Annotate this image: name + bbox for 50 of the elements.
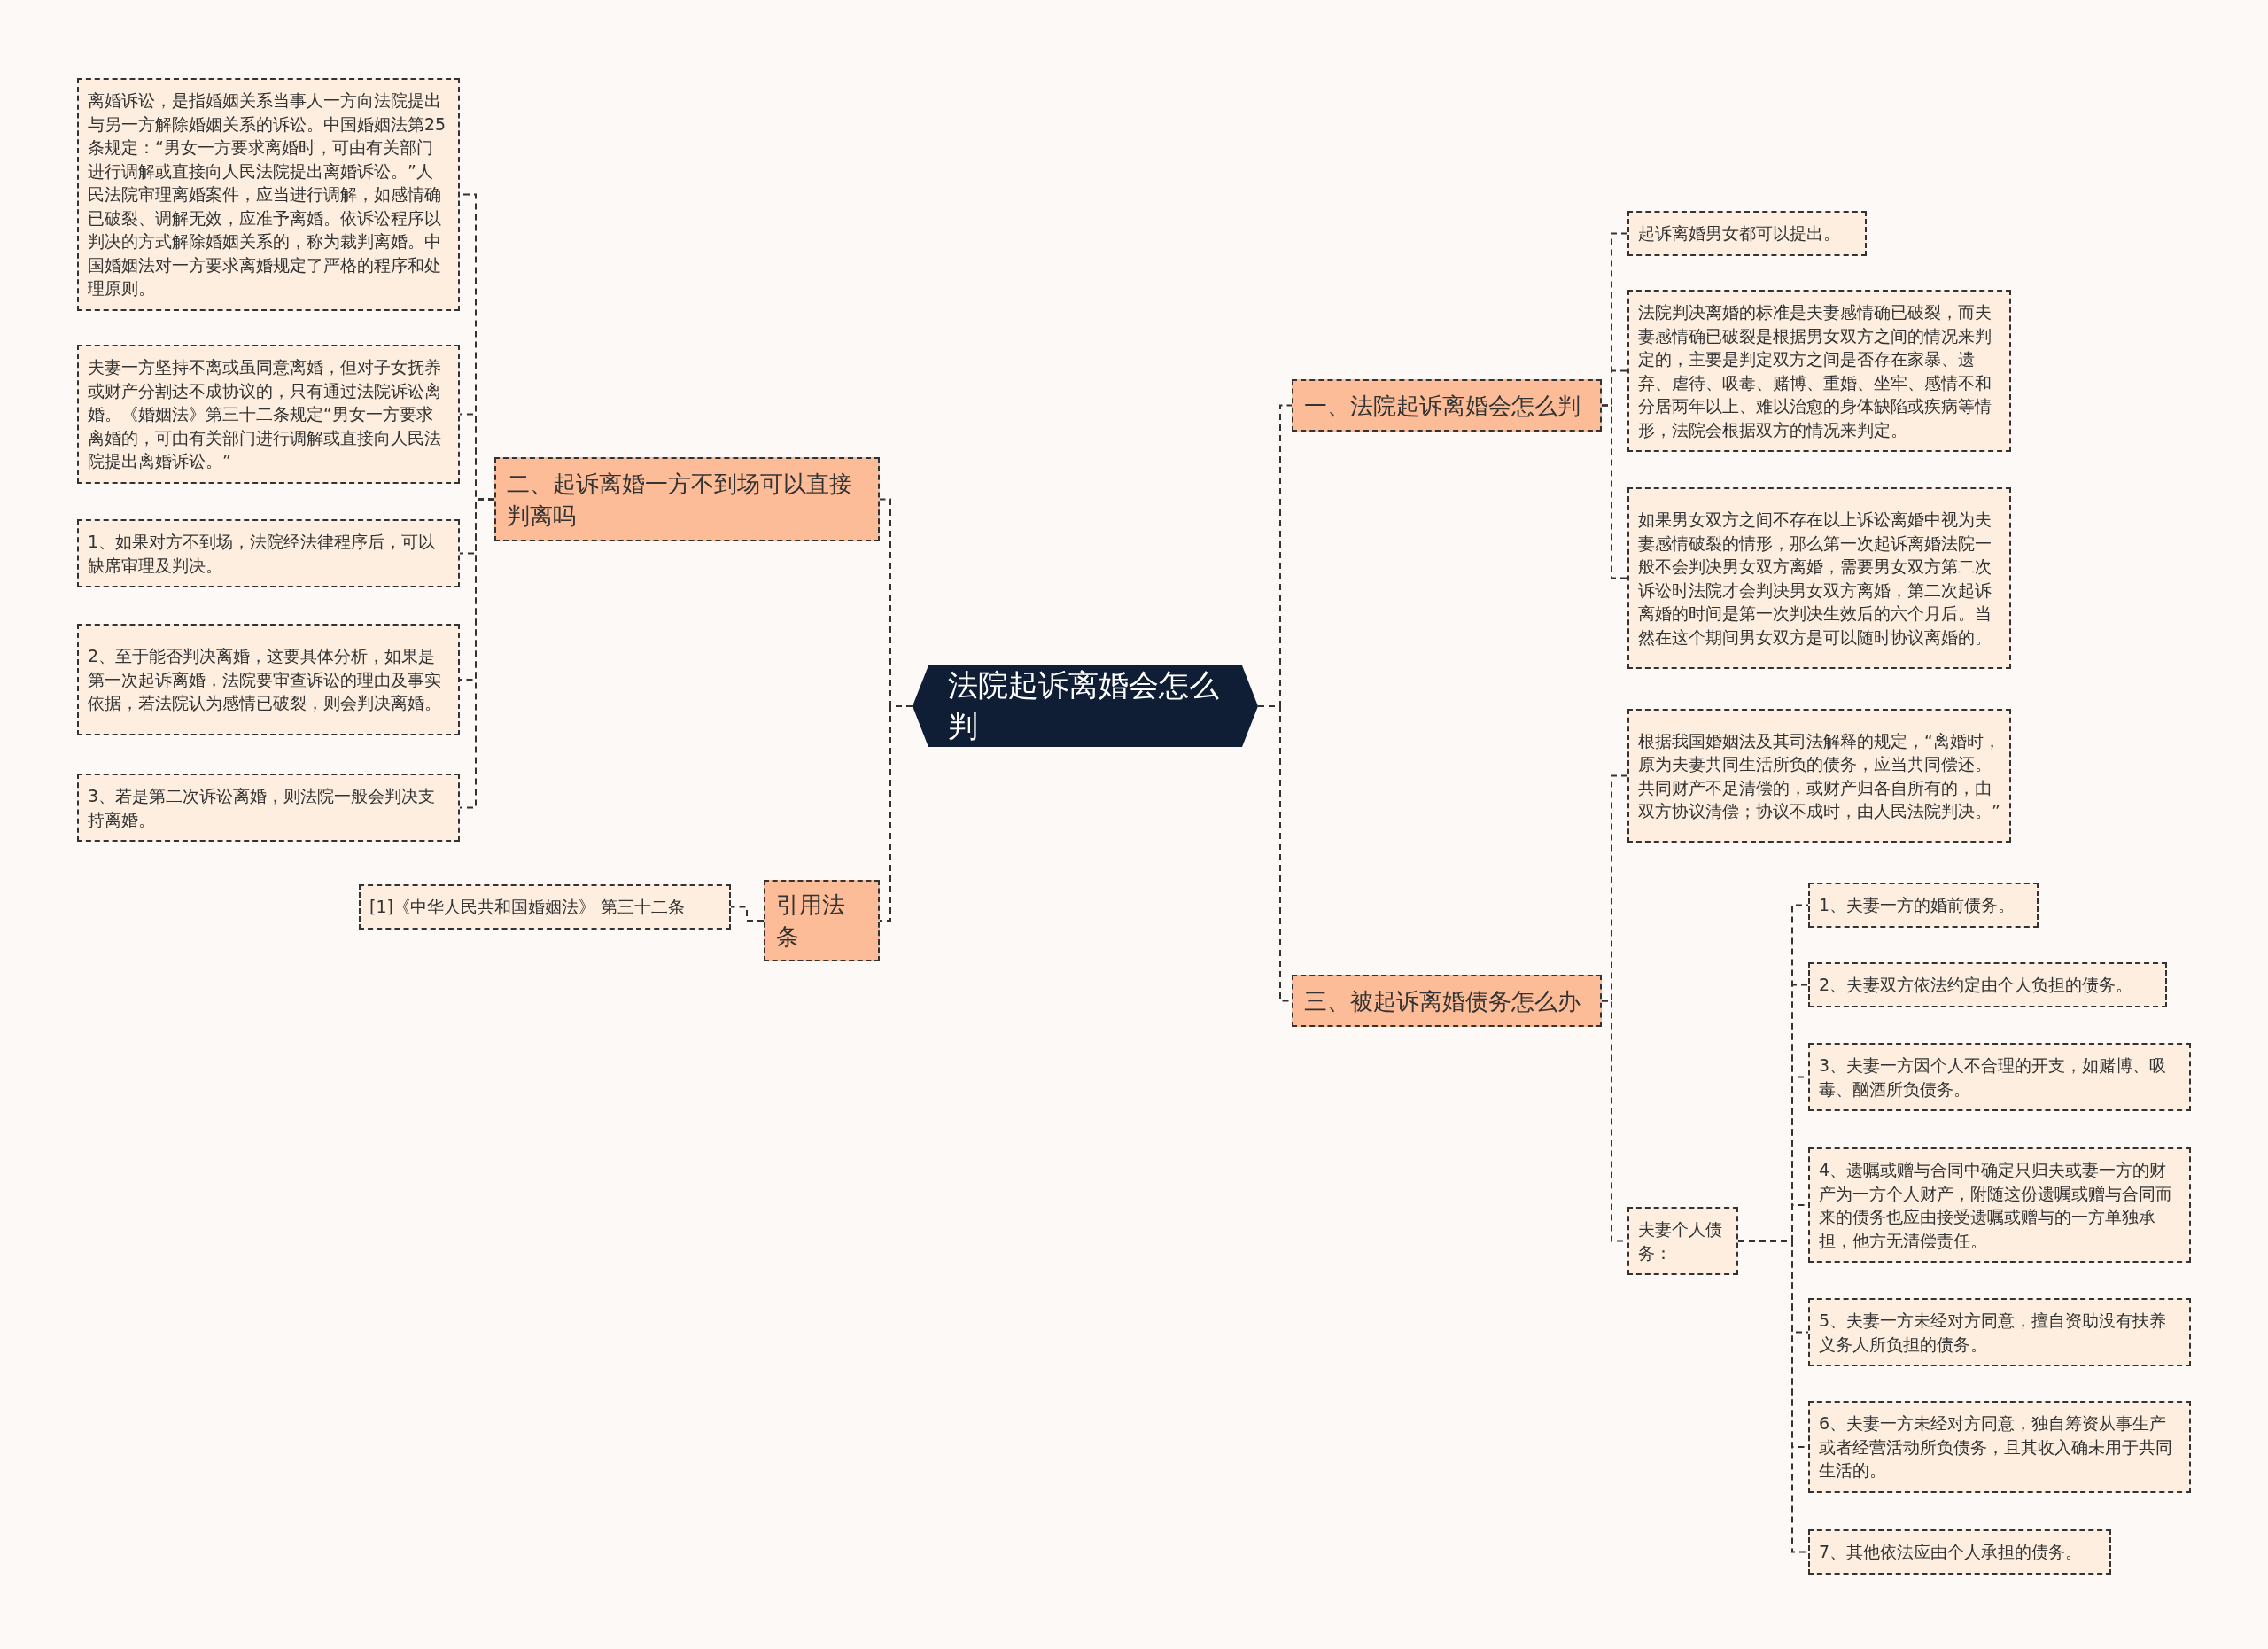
note-box — [359, 884, 731, 930]
note-text: 如果男女双方之间不存在以上诉讼离婚中视为夫妻感情破裂的情形，那么第一次起诉离婚法院一般不会判决男女双方离婚，需要男女双方第二次诉讼时法院才会判决男女双方离婚，第二次起诉离婚的时间是第一次判决生效后的六个月后。当然在这个期间男女双方是可以随时协议离婚的。 — [1638, 509, 1992, 649]
note-box — [1808, 962, 2167, 1007]
topic-label: 二、起诉离婚一方不到场可以直接判离吗 — [507, 469, 853, 531]
note-box — [77, 345, 460, 484]
connector-line — [459, 498, 495, 809]
note-text: 法院判决离婚的标准是夫妻感情确已破裂，而夫妻感情确已破裂是根据男女双方之间的情况来判定的，主要是判定双方之间是否存在家暴、遗弃、虐待、吸毒、赌博、重婚、坐牢、感情不和分居两年以上、难以治愈的身体缺陷或疾病等情形，法院会根据双方的情况来判定。 — [1638, 301, 1992, 441]
note-text: 2、夫妻双方依法约定由个人负担的债务。 — [1819, 974, 2133, 996]
topic-box — [494, 457, 880, 541]
note-box — [1627, 290, 2011, 452]
topic-box — [1292, 975, 1602, 1027]
note-box — [1808, 883, 2039, 928]
note-box — [1808, 1043, 2191, 1111]
note-text: 4、遗嘱或赠与合同中确定只归夫或妻一方的财产为一方个人财产，附随这份遗嘱或赠与合同而来的债务也应由接受遗嘱或赠与的一方单独承担，他方无清偿责任。 — [1819, 1159, 2173, 1252]
note-text: 6、夫妻一方未经对方同意，独自筹资从事生产或者经营活动所负债务，且其收入确未用于共同生活的。 — [1819, 1412, 2173, 1482]
note-box — [77, 774, 460, 842]
note-box — [77, 78, 460, 311]
note-text: 3、若是第二次诉讼离婚，则法院一般会判决支持离婚。 — [88, 785, 437, 831]
note-box — [1808, 1529, 2111, 1575]
note-text: 3、夫妻一方因个人不合理的开支，如赌博、吸毒、酗酒所负债务。 — [1819, 1054, 2168, 1101]
note-text: [1]《中华人民共和国婚姻法》 第三十二条 — [369, 896, 685, 918]
note-text: 夫妻个人债务： — [1638, 1218, 1723, 1264]
note-box — [77, 519, 460, 587]
note-text: 2、至于能否判决离婚，这要具体分析，如果是第一次起诉离婚，法院要审查诉讼的理由及事实依据，若法院认为感情已破裂，则会判决离婚。 — [88, 645, 442, 715]
topic-label: 引用法条 — [776, 891, 846, 952]
note-box — [1808, 1147, 2191, 1263]
note-box — [1627, 709, 2011, 843]
topic-label: 一、法院起诉离婚会怎么判 — [1304, 391, 1581, 421]
topic-box — [764, 880, 880, 961]
root-title: 法院起诉离婚会怎么判 — [948, 666, 1220, 745]
note-box — [1808, 1298, 2191, 1366]
note-box — [77, 624, 460, 735]
note-text: 1、夫妻一方的婚前债务。 — [1819, 894, 2016, 916]
note-box — [1627, 1207, 1738, 1275]
root-hexagon — [913, 665, 1258, 747]
note-text: 起诉离婚男女都可以提出。 — [1638, 222, 1840, 245]
connector-line — [879, 705, 913, 922]
note-text: 5、夫妻一方未经对方同意，擅自资助没有扶养义务人所负担的债务。 — [1819, 1310, 2168, 1356]
note-box — [1627, 487, 2011, 669]
note-text: 7、其他依法应由个人承担的债务。 — [1819, 1541, 2083, 1563]
note-text: 1、如果对方不到场，法院经法律程序后，可以缺席审理及判决。 — [88, 531, 437, 577]
note-text: 离婚诉讼，是指婚姻关系当事人一方向法院提出与另一方解除婚姻关系的诉讼。中国婚姻法第25条规定：“男女一方要求离婚时，可由有关部门进行调解或直接向人民法院提出离婚诉讼。”人民法院审理离婚案件，应当进行调解，如感情确已破裂、调解无效，应准予离婚。依诉讼程序以判决的方式解除婚姻关系的，称为裁判离婚。中国婚姻法对一方要求离婚规定了严格的程序和处理原则。 — [88, 89, 447, 299]
note-text: 根据我国婚姻法及其司法解释的规定，“离婚时，原为夫妻共同生活所负的债务，应当共同偿还。共同财产不足清偿的，或财产归各自所有的，由双方协议清偿；协议不成时，由人民法院判决。” — [1638, 729, 2000, 822]
note-text: 夫妻一方坚持不离或虽同意离婚，但对子女抚养或财产分割达不成协议的，只有通过法院诉讼离婚。《婚姻法》第三十二条规定“男女一方要求离婚的，可由有关部门进行调解或直接向人民法院提出离婚诉讼。” — [88, 356, 442, 472]
note-box — [1808, 1401, 2191, 1493]
note-box — [1627, 211, 1867, 256]
connector-line — [1601, 404, 1628, 579]
topic-box — [1292, 379, 1602, 432]
topic-label: 三、被起诉离婚债务怎么办 — [1304, 986, 1581, 1016]
connector-line — [730, 906, 765, 922]
